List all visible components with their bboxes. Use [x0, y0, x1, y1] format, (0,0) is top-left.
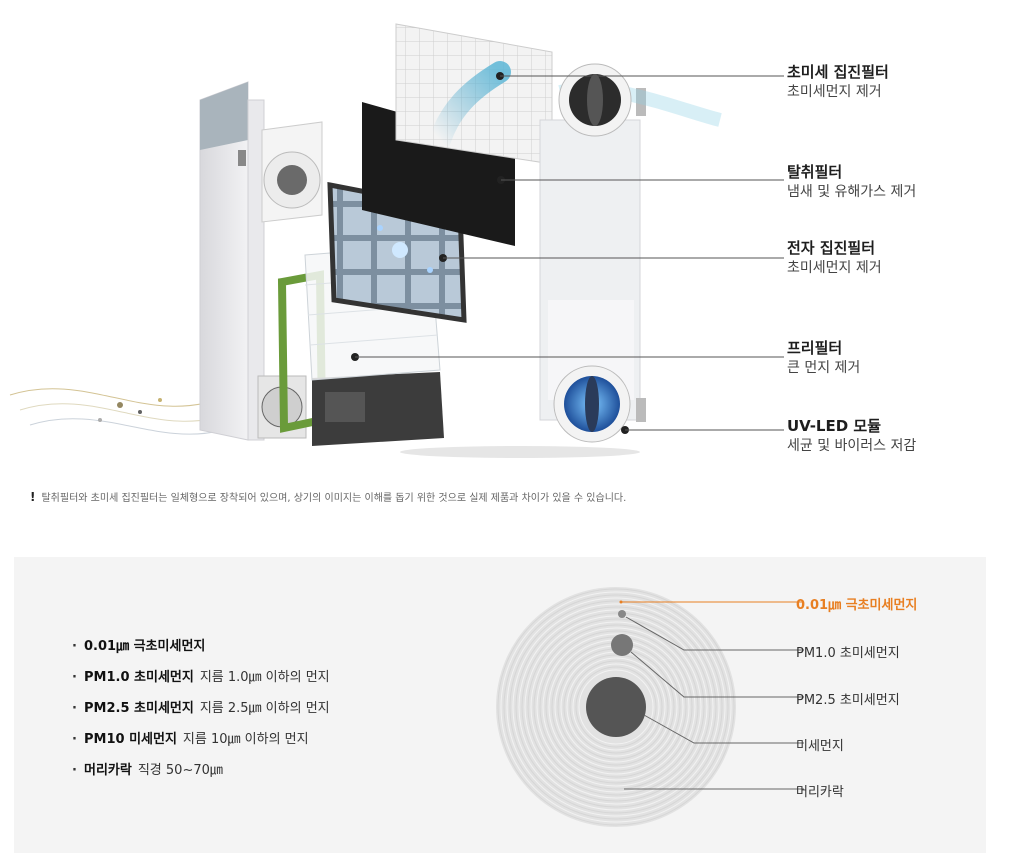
pm25-particle: [611, 634, 633, 656]
circle-label-pm10: PM1.0 초미세먼지: [796, 642, 900, 661]
filter-desc: 냄새 및 유해가스 제거: [787, 182, 916, 202]
purifier-main-body: [200, 82, 264, 440]
product-exploded-illustration: [0, 0, 780, 480]
pm10-small-particle: [618, 610, 626, 618]
fan-module: [262, 122, 322, 222]
disclaimer-notice: ! 탈취필터와 초미세 집진필터는 일체형으로 장착되어 있으며, 상기의 이미지…: [30, 489, 626, 504]
notice-mark: !: [30, 490, 35, 504]
uv-led-collar: [554, 366, 630, 442]
filter-label-hepa: 초미세 집진필터 초미세먼지 제거: [787, 62, 889, 102]
filter-label-deodorizing: 탈취필터 냄새 및 유해가스 제거: [787, 162, 916, 202]
hepa-panel: [396, 24, 552, 164]
filter-title: 탈취필터: [787, 162, 916, 182]
circle-label-fine-dust: 미세먼지: [796, 735, 844, 754]
filter-desc: 초미세먼지 제거: [787, 82, 889, 102]
circle-label-hair: 머리카락: [796, 781, 844, 800]
filter-desc: 초미세먼지 제거: [787, 258, 882, 278]
filter-label-prefilter: 프리필터 큰 먼지 제거: [787, 338, 860, 378]
filter-desc: 큰 먼지 제거: [787, 358, 860, 378]
circle-label-pm25: PM2.5 초미세먼지: [796, 689, 900, 708]
circle-label-ultrafine: 0.01㎛ 극초미세먼지: [796, 594, 917, 613]
notice-text: 탈취필터와 초미세 집진필터는 일체형으로 장착되어 있으며, 상기의 이미지는…: [41, 493, 626, 504]
filter-title: UV-LED 모듈: [787, 416, 916, 436]
filter-desc: 세균 및 바이러스 저감: [787, 436, 916, 456]
filter-title: 프리필터: [787, 338, 860, 358]
filter-label-electronic: 전자 집진필터 초미세먼지 제거: [787, 238, 882, 278]
pm10-particle: [586, 677, 646, 737]
list-item: ·0.01㎛ 극초미세먼지: [72, 631, 330, 662]
filter-title: 초미세 집진필터: [787, 62, 889, 82]
filter-title: 전자 집진필터: [787, 238, 882, 258]
dark-base: [312, 372, 444, 446]
filter-label-uvled: UV-LED 모듈 세균 및 바이러스 저감: [787, 416, 916, 456]
